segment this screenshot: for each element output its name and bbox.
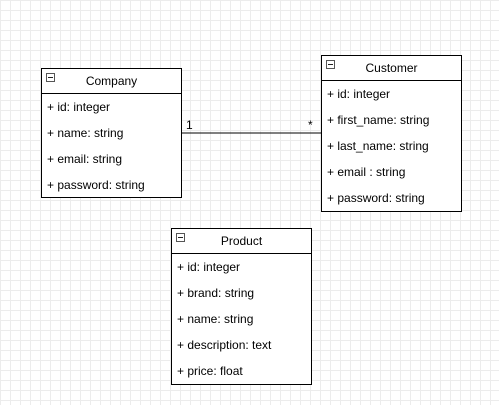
multiplicity-many: * [308, 118, 313, 132]
class-header: Company [42, 69, 181, 94]
attribute-id: + id: integer [327, 87, 391, 101]
class-product[interactable]: Product + id: integer + brand: string + … [171, 228, 312, 385]
class-name: Product [220, 234, 263, 248]
attribute-name: + name: string [177, 312, 254, 326]
class-company[interactable]: Company + id: integer + name: string + e… [41, 68, 182, 198]
class-name: Customer [365, 61, 418, 75]
attribute-email: + email: string [47, 152, 123, 166]
attribute-last-name: + last_name: string [327, 139, 429, 153]
class-customer[interactable]: Customer + id: integer + first_name: str… [321, 55, 462, 212]
class-header: Product [172, 229, 311, 254]
attribute-first-name: + first_name: string [327, 113, 430, 127]
attribute-email: + email : string [327, 165, 406, 179]
collapse-icon[interactable] [46, 73, 55, 82]
collapse-icon[interactable] [176, 233, 185, 242]
attribute-brand: + brand: string [177, 286, 255, 300]
class-name: Company [85, 74, 138, 88]
class-header: Customer [322, 56, 461, 81]
attribute-password: + password: string [47, 178, 145, 192]
attribute-name: + name: string [47, 126, 124, 140]
attribute-price: + price: float [177, 364, 243, 378]
attribute-password: + password: string [327, 191, 425, 205]
multiplicity-one: 1 [186, 118, 193, 132]
attribute-description: + description: text [177, 338, 272, 352]
collapse-icon[interactable] [326, 60, 335, 69]
attribute-id: + id: integer [47, 100, 111, 114]
attribute-id: + id: integer [177, 260, 241, 274]
